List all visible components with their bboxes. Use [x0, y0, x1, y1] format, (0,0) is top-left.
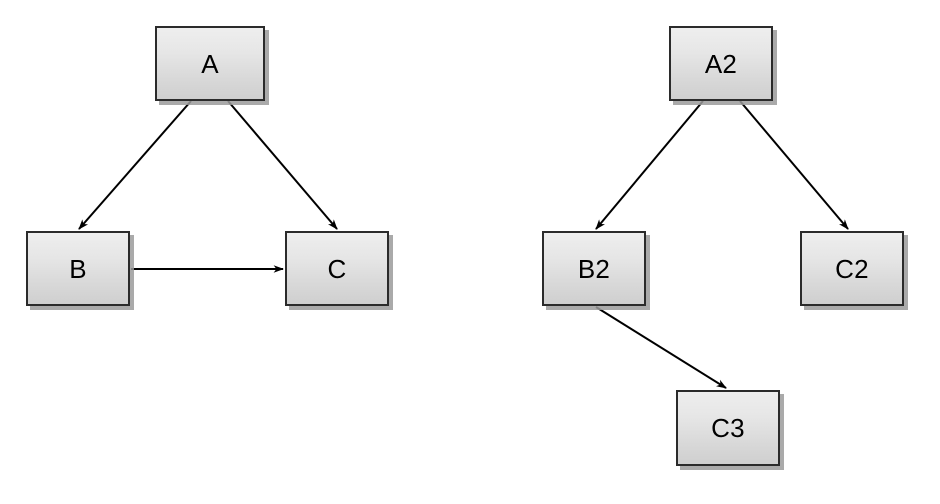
- edge-b2-to-c3: [595, 306, 727, 389]
- node-a2[interactable]: A2: [669, 26, 773, 101]
- node-b2[interactable]: B2: [542, 231, 646, 306]
- node-label-a: A: [201, 48, 219, 79]
- node-label-c3: C3: [711, 413, 745, 443]
- edge-a2-to-b2: [595, 100, 704, 230]
- node-c[interactable]: C: [285, 231, 389, 306]
- node-c2[interactable]: C2: [800, 231, 904, 306]
- edge-a-to-c: [227, 100, 338, 230]
- node-label-b2: B2: [577, 253, 611, 284]
- node-label-c: C: [327, 253, 347, 284]
- node-label-b: B: [69, 253, 87, 284]
- node-b[interactable]: B: [26, 231, 130, 306]
- node-label-c2: C2: [835, 253, 869, 284]
- node-a[interactable]: A: [155, 26, 265, 101]
- edge-a-to-b: [78, 100, 192, 230]
- node-c3[interactable]: C3: [676, 390, 780, 466]
- edge-a2-to-c2: [739, 100, 849, 230]
- node-label-a2: A2: [704, 48, 738, 79]
